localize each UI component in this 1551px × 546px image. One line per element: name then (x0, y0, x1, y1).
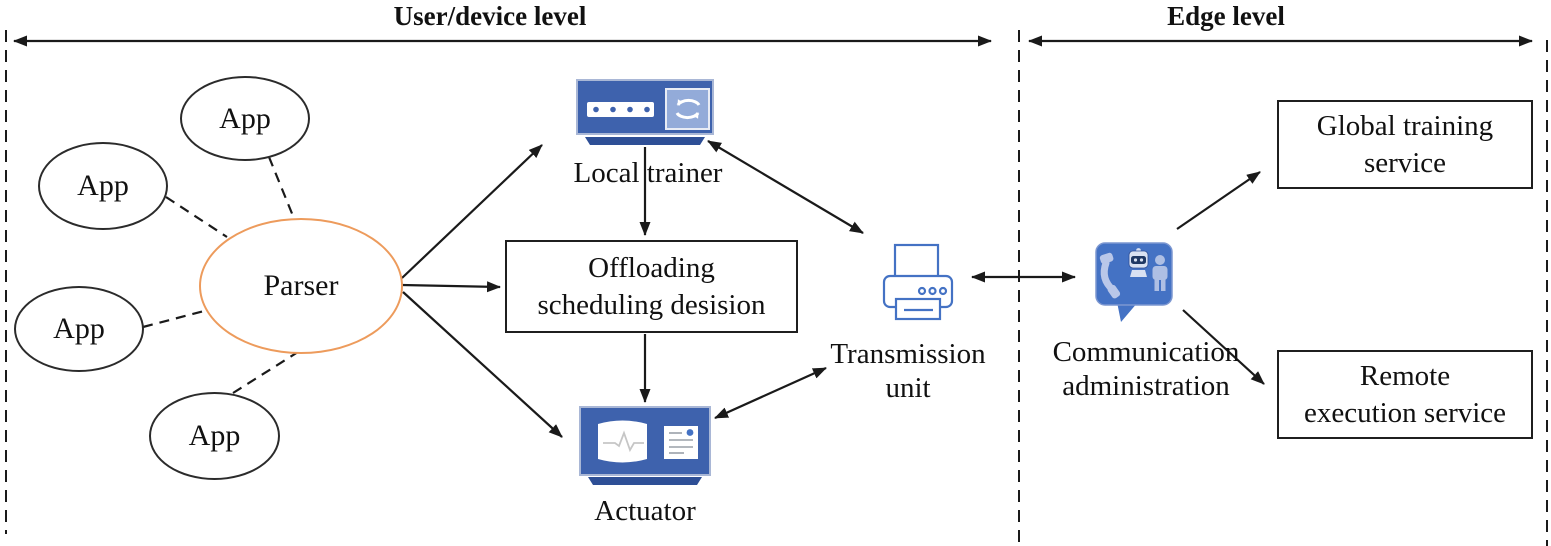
offloading-line2: scheduling desision (537, 288, 766, 321)
app-ellipse-2: App (38, 142, 168, 230)
person-icon (1152, 255, 1168, 291)
remote-execution-service-box: Remote execution service (1277, 350, 1533, 439)
app1-parser-connector (267, 156, 295, 217)
app2-parser-connector (165, 196, 228, 238)
led-dot (627, 106, 633, 113)
document-dot (686, 429, 694, 436)
parser-label: Parser (263, 269, 339, 302)
waveform-icon (603, 430, 644, 453)
edge-level-heading: Edge level (1167, 1, 1285, 31)
actuator-transmission-arrow (714, 366, 827, 420)
local-trainer-transmission-arrow (707, 140, 864, 234)
printer-paper (893, 243, 940, 281)
actuator-label: Actuator (594, 495, 696, 527)
global-training-service-box: Global training service (1277, 100, 1533, 189)
transmission-line1: Transmission (830, 338, 986, 370)
robot-icon (1128, 248, 1149, 277)
app-label: App (53, 312, 105, 345)
printer-dot (938, 286, 948, 296)
app4-parser-connector (232, 351, 299, 394)
led-dot (610, 106, 616, 113)
local-trainer-label: Local trainer (573, 157, 723, 189)
app-label: App (219, 101, 271, 135)
app-ellipse-4: App (149, 392, 280, 480)
printer-dot (917, 286, 927, 296)
app-ellipse-3: App (14, 286, 144, 372)
user-device-level-heading: User/device level (393, 1, 587, 31)
transmission-line2: unit (885, 372, 931, 404)
communication-to-remote-arrow (1182, 309, 1265, 385)
led-dot (593, 106, 599, 113)
transmission-unit-label: Transmission unit (818, 337, 998, 405)
communication-administration-label: Communication administration (1038, 335, 1254, 403)
remote-execution-line1: Remote (1359, 359, 1451, 392)
communication-line1: Communication (1052, 336, 1240, 368)
app-label: App (188, 419, 241, 452)
device-shadow-bar (585, 137, 705, 145)
waveform-panel (598, 420, 647, 463)
sync-icon (675, 98, 701, 120)
app-label: App (77, 169, 129, 202)
global-training-line1: Global training (1316, 109, 1494, 142)
parser-ellipse: Parser (199, 218, 403, 354)
parser-to-offloading-arrow (401, 281, 501, 293)
printer-dot (928, 286, 937, 296)
document-lines-icon (669, 432, 693, 454)
global-training-line2: service (1363, 146, 1447, 179)
parser-to-local-trainer-arrow (401, 144, 543, 279)
device-shadow-bar (588, 477, 702, 485)
printer-icon (882, 243, 954, 321)
server-led-strip (587, 102, 654, 117)
communication-chat-icon (1095, 242, 1173, 322)
speech-bubble-tail (1117, 302, 1138, 322)
app3-parser-connector (142, 309, 205, 329)
local-trainer-icon (576, 79, 714, 145)
communication-line2: administration (1062, 370, 1230, 402)
actuator-icon (579, 406, 711, 485)
phone-icon (1099, 252, 1121, 299)
remote-execution-line2: execution service (1303, 396, 1507, 429)
offloading-scheduling-box: Offloading scheduling desision (505, 240, 798, 333)
communication-to-global-arrow (1176, 171, 1261, 230)
offloading-line1: Offloading (588, 251, 715, 284)
sync-panel (665, 88, 710, 130)
parser-to-actuator-arrow (402, 291, 563, 438)
led-dot (644, 106, 650, 113)
app-ellipse-1: App (180, 76, 310, 161)
